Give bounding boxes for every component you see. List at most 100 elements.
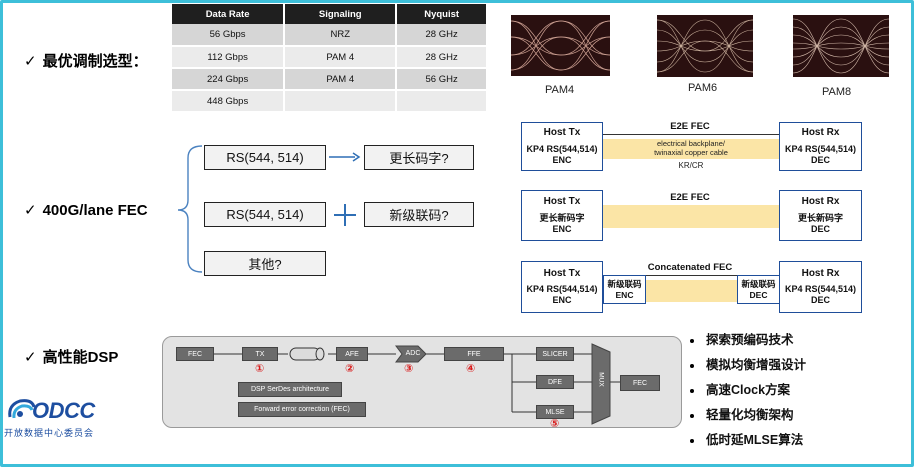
fec1-channel-text-line1: electrical backplane/ <box>657 139 725 148</box>
fec1-host-tx: Host Tx KP4 RS(544,514) ENC <box>521 122 603 171</box>
bullet-dsp-label: 高性能DSP <box>42 349 119 366</box>
fec-result-longer-codeword: 更长码字? <box>364 145 474 170</box>
fec-option-rs-concat: RS(544, 514) <box>204 202 326 227</box>
dsp-dfe-block: DFE <box>536 375 574 389</box>
odcc-logo-text: ODCC <box>32 398 95 423</box>
fec-result-concat-code: 新级联码? <box>364 202 474 227</box>
table-cell: 28 GHz <box>396 46 486 69</box>
fec3-host-tx-code: KP4 RS(544,514) <box>526 284 598 294</box>
pam4-label: PAM4 <box>545 84 575 96</box>
fec1-host-tx-enc: ENC <box>552 154 572 165</box>
plus-icon <box>334 204 356 226</box>
table-cell: 56 GHz <box>396 68 486 91</box>
odcc-logo-icon <box>8 399 36 419</box>
fec3-top-line <box>600 275 782 276</box>
fec2-host-tx: Host Tx 更长新码字 ENC <box>521 190 603 241</box>
list-item-label: 模拟均衡增强设计 <box>706 358 807 372</box>
fec3-concat-dec: 新级联码 DEC <box>737 275 780 304</box>
fec3-concat-enc-title: 新级联码 <box>607 279 642 290</box>
table-cell: PAM 4 <box>284 46 398 69</box>
fec1-kr-cr: KR/CR <box>678 161 704 170</box>
fec1-channel-text: electrical backplane/ twinaxial copper c… <box>600 139 782 157</box>
list-item-label: 高速Clock方案 <box>706 383 791 397</box>
fec1-channel-text-line2: twinaxial copper cable <box>654 148 728 157</box>
dsp-ffe-block: FFE <box>444 347 504 361</box>
arrow-right-icon <box>329 152 361 162</box>
table-cell: PAM 4 <box>284 68 398 91</box>
table-cell: 56 Gbps <box>172 24 286 47</box>
marker-4: ④ <box>466 363 476 375</box>
table-row: 224 Gbps PAM 4 56 GHz <box>172 68 486 91</box>
marker-2: ② <box>345 363 355 375</box>
check-icon: ✓ <box>24 349 37 366</box>
marker-5: ⑤ <box>550 418 560 430</box>
fec1-host-rx-code: KP4 RS(544,514) <box>784 143 857 154</box>
table-cell: 112 Gbps <box>172 46 286 69</box>
pam8-eye-diagram <box>793 15 889 77</box>
bullet-fec: ✓ 400G/lane FEC <box>24 201 148 219</box>
fec2-host-rx-title: Host Rx <box>801 196 840 207</box>
table-cell: NRZ <box>284 24 398 47</box>
list-item-label: 轻量化均衡架构 <box>706 408 794 422</box>
list-item: 模拟均衡增强设计 <box>690 353 806 378</box>
fec2-host-tx-code: 更长新码字 <box>539 212 585 223</box>
header-data-rate: Data Rate <box>172 4 286 24</box>
fec1-host-rx-title: Host Rx <box>801 127 840 138</box>
pam4-eye-diagram <box>511 15 610 76</box>
table-header-row: Data Rate Signaling Nyquist <box>172 4 486 24</box>
table-row: 448 Gbps <box>172 90 486 113</box>
check-icon: ✓ <box>24 53 37 70</box>
fec-bracket <box>177 145 203 273</box>
list-item: 探索预编码技术 <box>690 328 806 353</box>
fec2-host-tx-title: Host Tx <box>543 196 581 207</box>
fec3-host-tx-enc: ENC <box>552 295 572 306</box>
bullet-dot-icon <box>690 363 694 368</box>
list-item: 低时延MLSE算法 <box>690 428 806 453</box>
fec1-host-rx-dec: DEC <box>810 154 830 165</box>
dsp-tx-block: TX <box>242 347 278 361</box>
fec1-heading: E2E FEC <box>670 121 710 132</box>
fec2-heading: E2E FEC <box>670 192 710 203</box>
dsp-serdes-architecture-label: DSP SerDes architecture <box>238 382 342 397</box>
table-row: 112 Gbps PAM 4 28 GHz <box>172 46 486 69</box>
bullet-dot-icon <box>690 338 694 343</box>
table-cell: 448 Gbps <box>172 90 286 113</box>
check-icon: ✓ <box>24 202 37 219</box>
technology-list: 探索预编码技术 模拟均衡增强设计 高速Clock方案 轻量化均衡架构 低时延ML… <box>690 328 806 453</box>
fec2-host-tx-enc: ENC <box>552 223 572 234</box>
dsp-adc-label: ADC <box>405 350 421 357</box>
fec3-host-rx-title: Host Rx <box>801 267 840 279</box>
list-item: 轻量化均衡架构 <box>690 403 806 428</box>
dsp-connections <box>214 343 625 425</box>
pam6-eye-diagram <box>657 15 753 77</box>
fec3-heading: Concatenated FEC <box>647 262 733 273</box>
bullet-dsp: ✓ 高性能DSP <box>24 346 118 367</box>
fec1-top-line <box>600 134 782 135</box>
fec-option-other: 其他? <box>204 251 326 276</box>
header-nyquist: Nyquist <box>396 4 486 24</box>
bullet-fec-label: 400G/lane FEC <box>42 202 148 219</box>
fec2-channel-band <box>600 205 782 228</box>
fec1-host-tx-title: Host Tx <box>543 127 581 138</box>
dsp-fec-legend-label: Forward error correction (FEC) <box>238 402 366 417</box>
bullet-modulation-label: 最优调制选型： <box>42 53 148 70</box>
fec1-host-rx: Host Rx KP4 RS(544,514) DEC <box>779 122 862 171</box>
pam8-label: PAM8 <box>822 86 852 98</box>
table-cell <box>396 90 486 113</box>
fec3-concat-dec-title: 新级联码 <box>741 279 776 290</box>
list-item-label: 低时延MLSE算法 <box>706 433 804 447</box>
fec1-host-tx-code: KP4 RS(544,514) <box>526 143 598 154</box>
fec3-host-rx-code: KP4 RS(544,514) <box>784 284 857 294</box>
dsp-mlse-block: MLSE <box>536 405 574 419</box>
table-row: 56 Gbps NRZ 28 GHz <box>172 24 486 47</box>
list-item: 高速Clock方案 <box>690 378 806 403</box>
fec3-host-rx: Host Rx KP4 RS(544,514) DEC <box>779 261 862 313</box>
table-cell: 28 GHz <box>396 24 486 47</box>
fec3-channel-band <box>645 280 737 302</box>
list-item-label: 探索预编码技术 <box>706 333 794 347</box>
odcc-logo-subtitle: 开放数据中心委员会 <box>4 428 95 438</box>
pam6-label: PAM6 <box>688 82 718 94</box>
fec2-host-rx-dec: DEC <box>810 223 830 234</box>
fec3-concat-enc: 新级联码 ENC <box>603 275 646 304</box>
table-cell: 224 Gbps <box>172 68 286 91</box>
